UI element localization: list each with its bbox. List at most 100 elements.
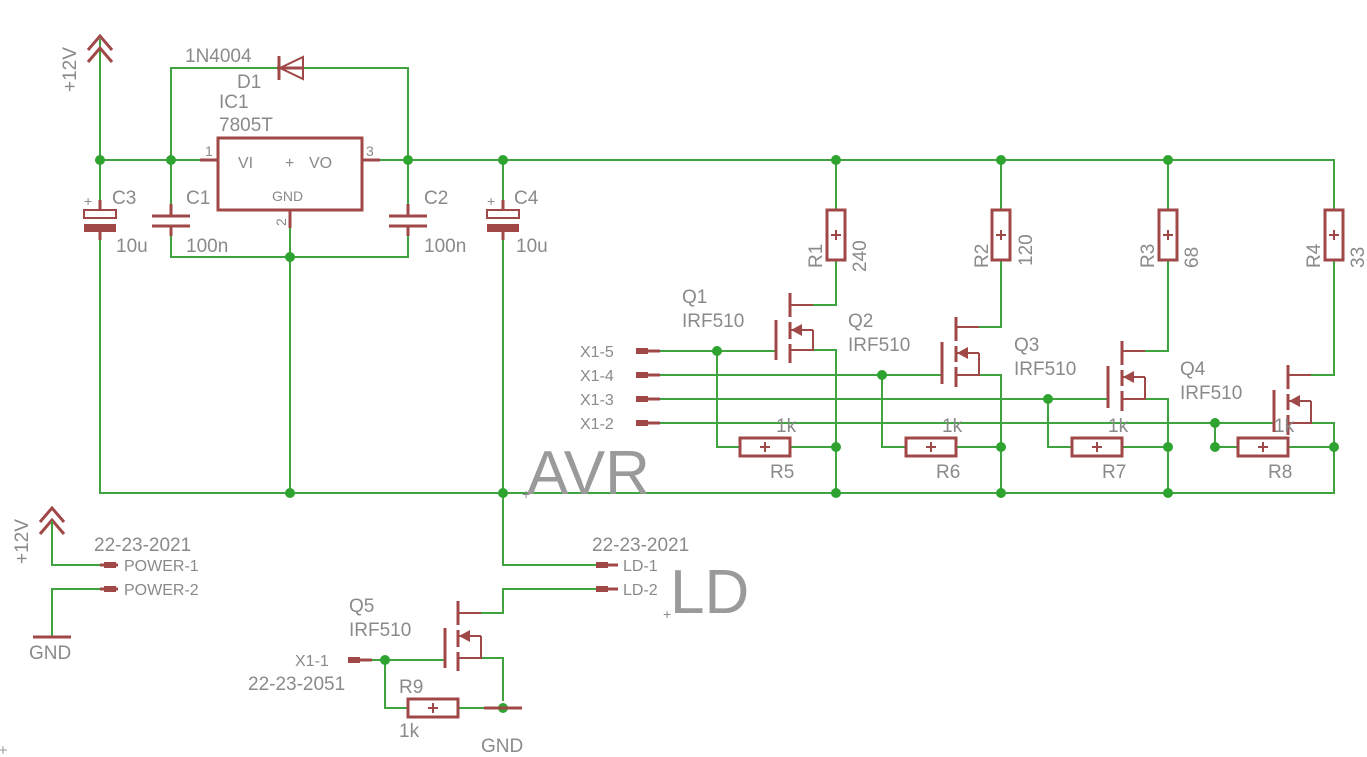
- svg-text:POWER-2: POWER-2: [124, 582, 199, 599]
- connector-ld[interactable]: 22-23-2021 LD-1 LD-2: [592, 535, 689, 599]
- svg-text:GND: GND: [29, 643, 71, 664]
- resistor-r4[interactable]: R4 33: [1304, 208, 1367, 268]
- mosfet-q4[interactable]: Q4 IRF510: [1180, 359, 1312, 435]
- connector-x1-pin1[interactable]: X1-1 22-23-2051: [248, 653, 372, 695]
- regulator-ic1[interactable]: IC1 7805T VI + VO GND 1 3 2: [200, 92, 380, 228]
- mosfet-q5[interactable]: Q5 IRF510: [349, 596, 482, 671]
- svg-text:1k: 1k: [776, 416, 797, 437]
- svg-text:68: 68: [1182, 247, 1203, 268]
- svg-text:Q4: Q4: [1180, 359, 1206, 380]
- resistor-r5[interactable]: 1k R5: [738, 416, 797, 483]
- capacitor-c1[interactable]: C1 100n: [152, 188, 228, 257]
- capacitor-c2[interactable]: C2 100n: [389, 188, 466, 257]
- svg-text:+12V: +12V: [12, 519, 33, 564]
- svg-text:AVR: AVR: [527, 439, 650, 508]
- svg-text:100n: 100n: [424, 236, 466, 257]
- svg-text:Q3: Q3: [1014, 335, 1039, 356]
- svg-text:R9: R9: [399, 677, 423, 698]
- svg-text:LD-2: LD-2: [623, 582, 658, 599]
- resistor-r1[interactable]: R1 240: [806, 208, 871, 272]
- svg-text:D1: D1: [237, 72, 261, 93]
- mosfet-q1[interactable]: Q1 IRF510: [682, 287, 814, 363]
- resistor-r9[interactable]: R9 1k: [399, 677, 460, 742]
- junction-dots: [95, 155, 1339, 713]
- svg-text:240: 240: [850, 240, 871, 272]
- svg-text:1: 1: [205, 143, 213, 159]
- svg-text:3: 3: [366, 143, 374, 159]
- svg-text:C2: C2: [424, 188, 448, 209]
- gnd-symbol-bottom: GND: [481, 706, 523, 757]
- svg-text:VO: VO: [309, 155, 332, 172]
- svg-text:22-23-2021: 22-23-2021: [592, 535, 689, 556]
- resistor-r7[interactable]: 1k R7: [1070, 416, 1129, 483]
- svg-text:GND: GND: [272, 188, 303, 204]
- resistor-r6[interactable]: 1k R6: [904, 416, 963, 483]
- vcc-symbol-top: +12V: [60, 33, 114, 92]
- svg-text:X1-2: X1-2: [580, 416, 614, 433]
- resistor-r3[interactable]: R3 68: [1138, 208, 1203, 268]
- svg-text:7805T: 7805T: [219, 115, 273, 136]
- svg-text:VI: VI: [238, 155, 253, 172]
- svg-text:+: +: [84, 193, 92, 209]
- svg-text:C1: C1: [186, 188, 210, 209]
- connector-x1-pins[interactable]: X1-5 X1-4 X1-3 X1-2: [580, 344, 660, 433]
- svg-text:X1-1: X1-1: [295, 653, 329, 670]
- resistor-r2[interactable]: R2 120: [972, 208, 1037, 268]
- svg-text:+: +: [487, 193, 495, 209]
- svg-text:1k: 1k: [1108, 416, 1129, 437]
- svg-text:100n: 100n: [186, 236, 228, 257]
- svg-text:R2: R2: [972, 244, 993, 268]
- svg-text:IC1: IC1: [219, 92, 249, 113]
- mosfet-q2[interactable]: Q2 IRF510: [848, 311, 980, 387]
- svg-text:Q2: Q2: [848, 311, 873, 332]
- svg-text:+12V: +12V: [60, 47, 81, 92]
- svg-text:R3: R3: [1138, 244, 1159, 268]
- svg-text:X1-4: X1-4: [580, 368, 614, 385]
- svg-text:LD-1: LD-1: [623, 558, 658, 575]
- svg-text:C3: C3: [112, 188, 136, 209]
- connector-power[interactable]: 22-23-2021 POWER-1 POWER-2: [94, 535, 199, 599]
- svg-text:1N4004: 1N4004: [185, 46, 252, 67]
- frame-label-avr: AVR +: [522, 439, 650, 508]
- svg-text:IRF510: IRF510: [349, 620, 411, 641]
- svg-text:+: +: [522, 486, 530, 502]
- svg-text:+: +: [285, 155, 294, 172]
- capacitor-c3[interactable]: + C3 10u: [83, 188, 148, 257]
- svg-text:1k: 1k: [399, 721, 420, 742]
- svg-text:R6: R6: [936, 462, 960, 483]
- resistor-r8[interactable]: 1k R8: [1236, 416, 1295, 483]
- diode-d1[interactable]: 1N4004 D1: [185, 46, 304, 93]
- svg-text:IRF510: IRF510: [1014, 359, 1076, 380]
- mosfet-q3[interactable]: Q3 IRF510: [1014, 335, 1146, 411]
- svg-text:X1-5: X1-5: [580, 344, 614, 361]
- svg-text:POWER-1: POWER-1: [124, 558, 199, 575]
- svg-text:1k: 1k: [1274, 416, 1295, 437]
- origin-mark: [0, 746, 7, 754]
- svg-text:R1: R1: [806, 244, 827, 268]
- svg-text:1k: 1k: [942, 416, 963, 437]
- svg-text:R8: R8: [1268, 462, 1292, 483]
- svg-text:10u: 10u: [116, 236, 148, 257]
- svg-text:+: +: [663, 606, 671, 622]
- capacitor-c4[interactable]: + C4 10u: [486, 188, 548, 257]
- svg-text:C4: C4: [514, 188, 539, 209]
- svg-text:Q1: Q1: [682, 287, 707, 308]
- frame-label-ld: LD +: [663, 558, 749, 627]
- svg-text:22-23-2021: 22-23-2021: [94, 535, 191, 556]
- svg-text:R5: R5: [770, 462, 794, 483]
- svg-text:IRF510: IRF510: [848, 335, 910, 356]
- svg-text:R7: R7: [1102, 462, 1126, 483]
- svg-text:10u: 10u: [516, 236, 548, 257]
- svg-text:33: 33: [1348, 247, 1367, 268]
- svg-text:LD: LD: [670, 558, 749, 627]
- gnd-symbol-left: GND: [29, 635, 71, 664]
- vcc-symbol-bottom: +12V: [12, 505, 66, 564]
- svg-text:120: 120: [1016, 234, 1037, 266]
- svg-text:X1-3: X1-3: [580, 392, 614, 409]
- svg-text:2: 2: [273, 218, 289, 226]
- svg-text:IRF510: IRF510: [682, 311, 744, 332]
- svg-text:GND: GND: [481, 736, 523, 757]
- svg-text:R4: R4: [1304, 243, 1325, 268]
- svg-text:22-23-2051: 22-23-2051: [248, 674, 345, 695]
